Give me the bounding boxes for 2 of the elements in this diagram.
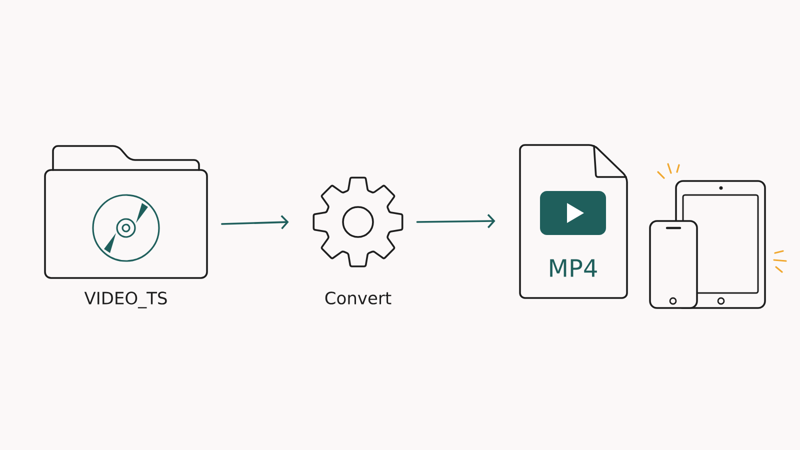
arrow [416, 214, 496, 228]
arrow [221, 215, 289, 230]
